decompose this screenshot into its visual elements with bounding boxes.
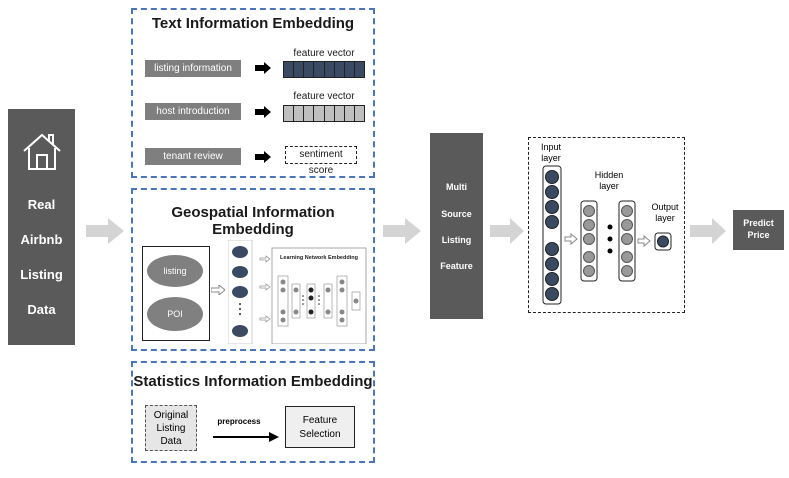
listing-label-3: Listing (441, 235, 472, 245)
feature-vector-label-1: feature vector (293, 48, 355, 59)
preprocess-label: preprocess (217, 417, 261, 426)
output-label-line2: layer (655, 213, 675, 223)
source-label: Source (441, 209, 472, 219)
geospatial-embedding-title: Geospatial Information Embedding (171, 204, 335, 238)
output-layer (654, 232, 672, 251)
text-embedding-title: Text Information Embedding (151, 15, 355, 32)
listing-node-label: listing (163, 266, 187, 276)
network-embedding-figure: Learning Network Embedding (228, 240, 367, 344)
arrow-icon (255, 106, 271, 118)
network-embedding-box: Learning Network Embedding (271, 247, 367, 344)
house-icon (23, 133, 61, 170)
original-label: Original (153, 410, 189, 421)
embedding-column (228, 240, 253, 344)
neural-network-box: Input layer Hidden layer Output layer (528, 137, 685, 313)
neural-network-diagram (542, 165, 672, 305)
text-embedding-section: Text Information Embedding listing infor… (131, 8, 375, 178)
network-embedding-title: Learning Network Embedding (280, 255, 358, 261)
hidden-layer-label: Hidden layer (587, 170, 631, 192)
data-label: Data (27, 302, 56, 317)
geospatial-embedding-section: Geospatial Information Embedding listing… (131, 188, 375, 351)
selection-label: Selection (299, 429, 341, 440)
feature-label-2: Feature (440, 261, 473, 271)
preprocess-arrow (213, 432, 279, 442)
statistics-embedding-section: Statistics Information Embedding Origina… (131, 361, 375, 463)
arrow-icon (255, 62, 271, 74)
host-introduction-label: host introduction (145, 103, 241, 120)
statistics-embedding-title: Statistics Information Embedding (133, 373, 373, 390)
input-hidden-arrow (564, 232, 578, 246)
feature-vector-label-2: feature vector (293, 91, 355, 102)
data-label-2: Data (160, 436, 182, 447)
multi-label: Multi (446, 182, 467, 192)
hidden-label-line2: layer (599, 181, 619, 191)
arrow-to-network (490, 218, 524, 244)
tenant-review-label: tenant review (145, 148, 241, 165)
mini-arrows (259, 255, 271, 323)
feature-vector-dark (283, 61, 365, 78)
poi-node-label: POI (167, 309, 183, 319)
poi-node: POI (147, 297, 203, 331)
listing-label-2: Listing (156, 423, 186, 434)
input-label-line2: layer (541, 153, 561, 163)
feature-label: Feature (302, 415, 338, 426)
listing-node: listing (147, 255, 203, 287)
arrow-to-sections (86, 218, 124, 244)
output-label-line1: Output (651, 202, 679, 212)
input-label-line1: Input (540, 142, 562, 152)
arrow-icon (255, 151, 271, 163)
feature-vector-light (283, 105, 365, 122)
small-arrow-icon (211, 285, 225, 295)
predict-price-block: Predict Price (733, 210, 784, 250)
airbnb-label: Airbnb (20, 232, 63, 247)
listing-information-label: listing information (145, 60, 241, 77)
multi-source-listing-feature-block: Multi Source Listing Feature (430, 133, 483, 319)
real-airbnb-listing-data-block: Real Airbnb Listing Data (8, 109, 75, 345)
hidden-layer-2 (618, 200, 636, 282)
arrow-to-predict (690, 218, 726, 244)
predict-label: Predict (743, 218, 774, 228)
input-layer-label: Input layer (535, 142, 567, 164)
original-listing-data-box: Original Listing Data (145, 405, 197, 451)
output-layer-label: Output layer (647, 202, 683, 224)
input-layer (542, 165, 562, 305)
arrow-to-feature (383, 218, 421, 244)
sentiment-score-box: sentiment score (285, 146, 357, 176)
price-label: Price (747, 230, 770, 240)
real-label: Real (27, 197, 56, 212)
listing-poi-box: listing POI (142, 246, 210, 341)
hidden-label-line1: Hidden (594, 170, 624, 180)
hidden-layer-1 (580, 200, 598, 282)
listing-label: Listing (20, 267, 63, 282)
feature-selection-box: Feature Selection (285, 406, 355, 448)
hidden-ellipsis (607, 224, 613, 254)
hidden-output-arrow (637, 234, 651, 248)
